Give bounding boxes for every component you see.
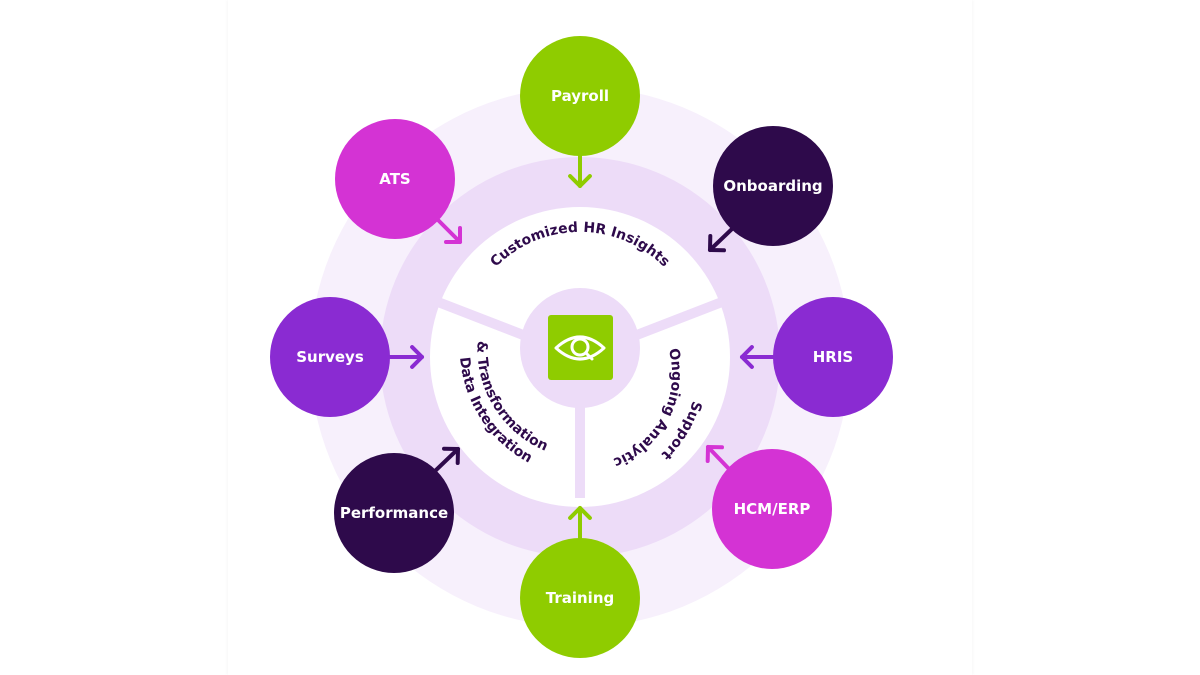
- svg-text:HRIS: HRIS: [813, 348, 854, 366]
- eye-outline: [554, 335, 606, 361]
- node-hcm-erp: HCM/ERP: [712, 449, 832, 569]
- node-hris: HRIS: [773, 297, 893, 417]
- lens-handle: [584, 351, 594, 361]
- node-training: Training: [520, 538, 640, 658]
- arrow-training: [568, 506, 592, 542]
- node-ats: ATS: [335, 119, 455, 239]
- arrow-hris: [740, 345, 776, 369]
- svg-text:Performance: Performance: [340, 504, 448, 522]
- eye-search-icon: [548, 315, 613, 380]
- svg-text:Surveys: Surveys: [296, 348, 364, 366]
- node-surveys: Surveys: [270, 297, 390, 417]
- arrow-surveys: [388, 345, 424, 369]
- icon-background: [548, 315, 613, 380]
- node-performance: Performance: [334, 453, 454, 573]
- svg-text:Onboarding: Onboarding: [723, 177, 822, 195]
- svg-text:Payroll: Payroll: [551, 87, 609, 105]
- arrow-payroll: [568, 153, 592, 188]
- svg-text:ATS: ATS: [379, 170, 410, 188]
- lens-circle: [570, 337, 590, 357]
- arrow-onboarding: [708, 226, 735, 253]
- arrow-performance: [432, 446, 460, 474]
- svg-text:HCM/ERP: HCM/ERP: [734, 500, 811, 518]
- svg-text:Training: Training: [546, 589, 614, 607]
- arrow-hcm-erp: [705, 445, 732, 472]
- node-onboarding: Onboarding: [713, 126, 833, 246]
- node-payroll: Payroll: [520, 36, 640, 156]
- arrow-ats: [435, 217, 462, 244]
